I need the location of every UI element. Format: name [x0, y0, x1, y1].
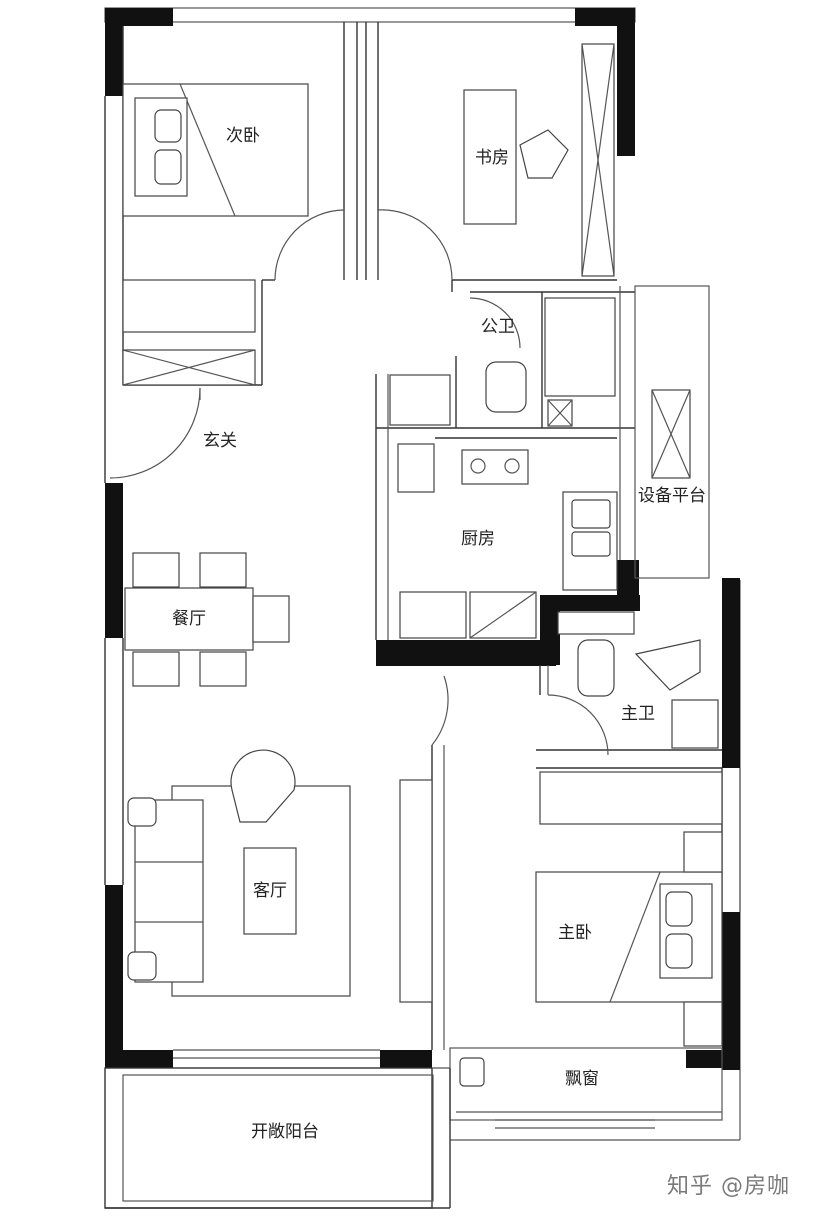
- room-labels: 次卧 书房 公卫 玄关 设备平台 厨房 餐厅 主卫 客厅 主卧 飘窗 开敞阳台: [172, 126, 706, 1142]
- master-bedroom-furniture: [535, 831, 723, 1047]
- living-furniture: [127, 749, 433, 1003]
- dining-furniture: [124, 552, 290, 687]
- label-bay-window: 飘窗: [565, 1069, 599, 1089]
- second-bedroom-furniture: [122, 83, 309, 386]
- study-furniture: [463, 43, 615, 277]
- label-second-bedroom: 次卧: [226, 126, 260, 146]
- label-dining: 餐厅: [172, 609, 206, 629]
- public-bath-fixtures: [389, 297, 616, 427]
- label-public-bath: 公卫: [481, 317, 515, 337]
- kitchen-fixtures: [397, 443, 618, 639]
- label-entrance: 玄关: [203, 431, 237, 451]
- label-kitchen: 厨房: [461, 529, 495, 549]
- label-master-bath: 主卫: [621, 704, 655, 724]
- label-master-bedroom: 主卧: [558, 923, 592, 943]
- structural-walls: [105, 8, 740, 1070]
- label-equipment-platform: 设备平台: [638, 486, 706, 506]
- doors: [109, 209, 609, 756]
- partitions: [104, 22, 741, 1209]
- label-living: 客厅: [253, 881, 287, 901]
- master-bath-fixtures: [539, 611, 723, 825]
- label-balcony: 开敞阳台: [251, 1122, 319, 1142]
- bay-window-cushion: [459, 1057, 485, 1087]
- label-study: 书房: [475, 148, 509, 168]
- equipment-platform-unit: [651, 389, 691, 479]
- watermark: 知乎 @房咖: [667, 1174, 790, 1199]
